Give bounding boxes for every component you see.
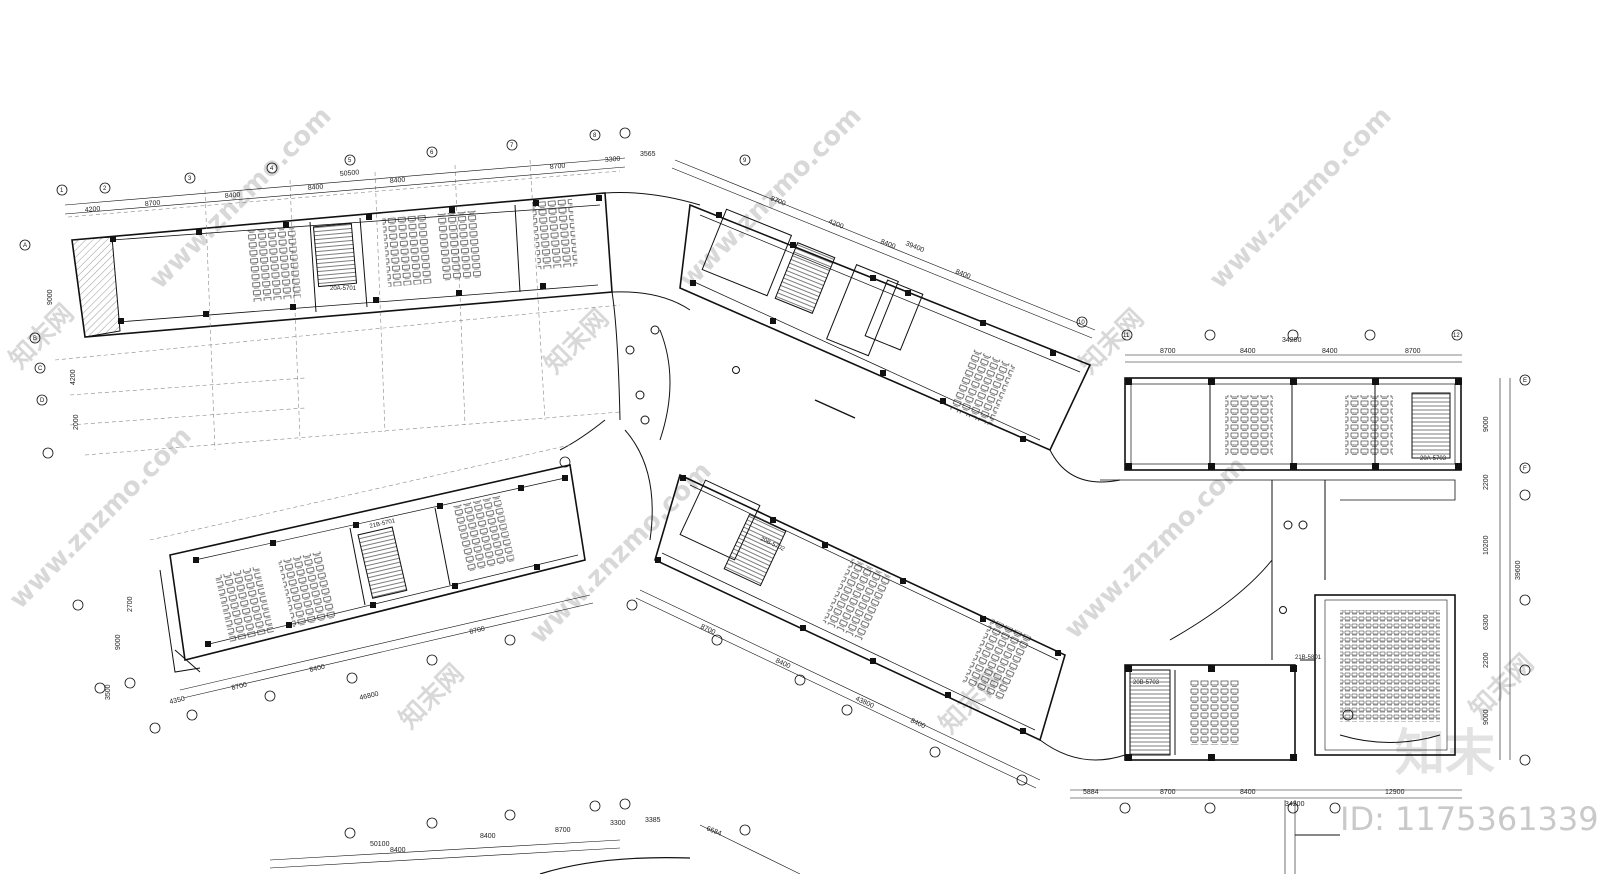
dim-text: 34200 <box>1285 801 1305 808</box>
axis-label: 2 <box>103 186 107 192</box>
dim-text: 4350 <box>169 696 186 706</box>
axis-label: 6 <box>430 150 434 156</box>
watermark-logo: 知末 <box>1395 724 1495 782</box>
dim-text: 8700 <box>231 682 248 692</box>
dim-text: 39600 <box>1515 560 1522 580</box>
dim-text: 4200 <box>85 206 101 214</box>
dim-text: 8700 <box>1405 348 1421 355</box>
dim-text: 2000 <box>73 414 80 430</box>
axis-markers <box>19 127 1531 839</box>
room-tag: 21B-5701 <box>369 518 396 530</box>
dim-text: 9000 <box>1483 416 1490 432</box>
dim-text: 9000 <box>115 634 122 650</box>
dim-text: 3565 <box>640 151 656 158</box>
axis-label: 11 <box>1123 333 1130 339</box>
dim-text: 3300 <box>605 156 621 164</box>
axis-label: 5 <box>348 158 352 164</box>
dim-text: 2700 <box>127 596 134 612</box>
dim-text: 8400 <box>909 717 926 730</box>
axis-labels: 1 2 3 4 5 6 7 8 9 10 11 12 A B C D E F <box>23 133 1527 472</box>
axis-label: 1 <box>60 188 64 194</box>
axis-label: D <box>40 398 45 404</box>
axis-label: 3 <box>188 176 192 182</box>
watermark-site-text: www.znzmo.com <box>1204 101 1398 295</box>
axis-label: 7 <box>510 143 514 149</box>
dim-text: 3385 <box>645 817 661 824</box>
watermark-site-text: www.znzmo.com <box>524 456 718 650</box>
dim-text: 8400 <box>1322 348 1338 355</box>
axis-label: 9 <box>743 158 747 164</box>
room-tag: 20B-5703 <box>1133 680 1160 686</box>
wing-right-upper: 20A-5703 <box>1124 354 1462 471</box>
dim-text: 43800 <box>854 695 875 710</box>
dim-text: 50500 <box>340 169 360 178</box>
dim-text: 10200 <box>1483 535 1490 555</box>
dim-text: 2200 <box>1483 474 1490 490</box>
dim-text: 46800 <box>359 691 380 702</box>
watermark-brand-text: 知末网 <box>539 304 615 380</box>
corridor-center-curve <box>559 192 740 541</box>
axis-label: C <box>38 366 43 372</box>
dim-text: 8400 <box>308 184 324 192</box>
dim-text: 8700 <box>469 626 486 636</box>
wing-top-left: 20A-5701 <box>54 157 626 456</box>
watermark-brand-text: 知末网 <box>394 659 470 735</box>
axis-label: 8 <box>593 133 597 139</box>
dim-text: 8700 <box>699 623 716 636</box>
dim-text: 9000 <box>47 289 54 305</box>
wing-bottom-partial <box>269 800 1340 874</box>
axis-label: B <box>33 336 37 342</box>
wing-lower-diagonal: 20B-5702 <box>635 473 1126 789</box>
dim-text: 3300 <box>610 820 626 827</box>
dim-text: 8400 <box>954 268 971 280</box>
dim-text: 50100 <box>370 841 390 848</box>
dim-text: 5884 <box>1083 789 1099 796</box>
dim-text: 8700 <box>555 827 571 834</box>
axis-label: F <box>1523 466 1527 472</box>
dim-text: 4200 <box>827 218 844 230</box>
auditorium-block: 21B-5801 <box>1295 594 1456 756</box>
watermark-brand-text: 知末网 <box>1464 649 1540 725</box>
axis-label: 4 <box>270 166 274 172</box>
dim-text: 8400 <box>309 664 326 674</box>
axis-label: 10 <box>1078 320 1085 326</box>
wing-bottom-right: 20B-5703 <box>1070 664 1462 799</box>
dim-text: 39400 <box>904 240 925 254</box>
wing-upper-diagonal <box>671 159 1121 483</box>
dim-text: 8400 <box>480 833 496 840</box>
dim-text: 8700 <box>1160 789 1176 796</box>
dim-text: 8700 <box>1160 348 1176 355</box>
dim-text: 12900 <box>1385 789 1405 796</box>
dim-text: 8700 <box>145 200 161 208</box>
dim-text: 6300 <box>1483 614 1490 630</box>
dim-text: 8400 <box>390 847 406 854</box>
dim-text: 9000 <box>1483 709 1490 725</box>
dim-text: 8400 <box>1240 789 1256 796</box>
dim-text: 2200 <box>1483 652 1490 668</box>
axis-label: A <box>23 243 27 249</box>
watermark-id: ID: 1175361339 <box>1340 800 1599 838</box>
room-tag: 20A-5701 <box>330 286 357 292</box>
dim-text: 4200 <box>70 369 77 385</box>
dim-text: 8400 <box>390 177 406 185</box>
wing-lower-left: 21B-5701 <box>149 444 594 699</box>
dim-text: 8400 <box>879 238 896 250</box>
axis-label: 12 <box>1453 333 1460 339</box>
dim-text: 3500 <box>105 684 112 700</box>
dim-text: 8400 <box>1240 348 1256 355</box>
corridor-right-vertical <box>1100 378 1511 760</box>
watermark-site-text: www.znzmo.com <box>144 101 338 295</box>
watermark-brand-text: 知末网 <box>1074 304 1150 380</box>
dim-text: 8400 <box>774 657 791 670</box>
watermark-site-text: www.znzmo.com <box>4 421 198 615</box>
dim-text: 8400 <box>225 192 241 200</box>
room-tag: 21B-5801 <box>1295 655 1322 661</box>
dim-text: 8700 <box>550 163 566 171</box>
dim-text: 6684 <box>705 825 722 837</box>
axis-label: E <box>1523 378 1527 384</box>
room-tag: 20A-5703 <box>1420 456 1447 462</box>
dim-text: 34200 <box>1282 337 1302 344</box>
